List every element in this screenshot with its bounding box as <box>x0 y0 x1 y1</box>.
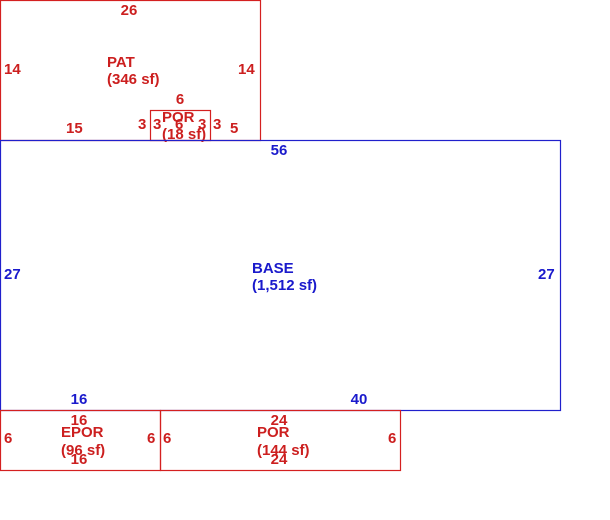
base-label: BASE <box>252 260 294 277</box>
pat-dim-left: 14 <box>4 61 21 78</box>
pat-dim-bottom-right: 5 <box>230 120 238 137</box>
por-bottom-label: POR <box>257 424 290 441</box>
por-small-dim-left-inner: 3 <box>153 116 161 133</box>
base-dim-bottom-right: 40 <box>351 391 368 408</box>
epor-label: EPOR <box>61 424 104 441</box>
base-dim-top: 56 <box>271 142 288 159</box>
base-dim-bottom-left: 16 <box>71 391 88 408</box>
pat-dim-top: 26 <box>121 2 138 19</box>
por-small-label: POR <box>162 109 195 126</box>
epor-dim-bottom: 16 <box>71 451 88 468</box>
por-bottom-dim-left: 6 <box>163 430 171 447</box>
por-small-dim-right-inner: 3 <box>198 116 206 133</box>
pat-area: 26 14 14 15 5 PAT (346 sf) <box>0 0 262 142</box>
epor-dim-right: 6 <box>147 430 155 447</box>
por-bottom-area-sf: (144 sf) <box>257 442 310 459</box>
por-small-dim-right-outer: 3 <box>213 116 221 133</box>
por-bottom-dim-bottom: 24 <box>271 451 288 468</box>
pat-dim-bottom-left: 15 <box>66 120 83 137</box>
epor-dim-top: 16 <box>71 412 88 429</box>
por-small-dim-top: 6 <box>176 91 184 108</box>
por-bottom-dim-right: 6 <box>388 430 396 447</box>
por-small-dim-center: 6 <box>175 116 183 133</box>
epor-area-sf: (96 sf) <box>61 442 105 459</box>
pat-dim-right: 14 <box>238 61 255 78</box>
por-bottom-dim-top: 24 <box>271 412 288 429</box>
por-small-dim-left-outer: 3 <box>138 116 146 133</box>
epor-dim-left: 6 <box>4 430 12 447</box>
pat-area-sf: (346 sf) <box>107 71 160 88</box>
por-bottom-area: 24 6 6 24 POR (144 sf) <box>159 409 402 472</box>
base-area-sf: (1,512 sf) <box>252 277 317 294</box>
pat-label: PAT <box>107 54 135 71</box>
por-small-area: 6 3 3 6 3 3 POR (18 sf) <box>138 91 221 143</box>
epor-area: 16 6 6 16 EPOR (96 sf) <box>0 409 162 472</box>
por-bottom-outline <box>159 409 402 472</box>
por-small-area-sf: (18 sf) <box>162 126 206 143</box>
base-area: 56 27 27 16 40 BASE (1,512 sf) <box>0 139 562 412</box>
base-dim-left: 27 <box>4 266 21 283</box>
base-dim-right: 27 <box>538 266 555 283</box>
